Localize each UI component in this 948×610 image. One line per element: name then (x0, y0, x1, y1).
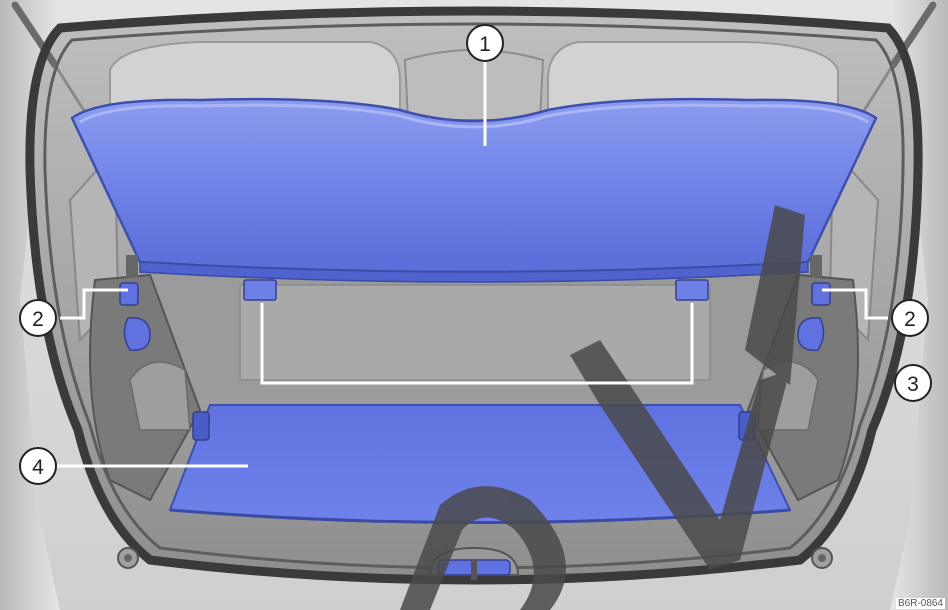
right-screw-center (818, 554, 826, 562)
left-shelf-hinge (126, 255, 138, 277)
trunk-seal (25, 6, 923, 585)
callout-1-number: 1 (479, 33, 491, 56)
callout-2-left-circle (19, 299, 57, 337)
right-strap-clip (675, 279, 709, 301)
callout-4-circle (19, 447, 57, 485)
callout-2-right-bracket (822, 288, 888, 320)
left-wheel-arch (129, 361, 191, 431)
callout-2-right: 2 (891, 299, 929, 337)
callout-2-left-bracket (60, 288, 128, 320)
callout-4-number: 4 (32, 456, 44, 479)
left-shelf-mount-lower (123, 317, 151, 351)
callout-2-left: 2 (19, 299, 57, 337)
floor-latch-left (192, 411, 210, 441)
callout-2-right-circle (891, 299, 929, 337)
callout-3: 3 (894, 364, 932, 402)
left-body-pillar (0, 0, 60, 610)
right-body-pillar (890, 0, 948, 610)
figure-id: B6R-0864 (895, 598, 945, 609)
callout-1: 1 (466, 24, 504, 62)
watermark-letter-d (400, 486, 566, 610)
floor-handle-pin (471, 560, 477, 580)
watermark-letter-tail (745, 205, 805, 385)
callout-3-number: 3 (907, 373, 919, 396)
callout-3-leader (260, 303, 694, 385)
right-shelf-mount-upper (811, 282, 831, 306)
callout-4: 4 (19, 447, 57, 485)
trunk-back-wall-panel (239, 284, 711, 381)
right-shelf-mount-lower (797, 317, 825, 351)
callout-1-circle (466, 24, 504, 62)
parcel-shelf-front-lip (139, 261, 809, 283)
callout-3-circle (894, 364, 932, 402)
watermark-letter-w (570, 340, 790, 570)
left-shelf-mount-upper (119, 282, 139, 306)
parcel-shelf-edge-highlight (79, 103, 869, 129)
parcel-shelf (70, 97, 878, 274)
left-strap-clip (243, 279, 277, 301)
trunk-seal-inner (43, 22, 905, 570)
headrest-center (403, 49, 545, 121)
watermark (400, 205, 805, 610)
callout-2-right-number: 2 (904, 308, 916, 331)
left-screw-center (124, 554, 132, 562)
right-shelf-hinge (810, 255, 822, 277)
callout-2-left-number: 2 (32, 308, 44, 331)
